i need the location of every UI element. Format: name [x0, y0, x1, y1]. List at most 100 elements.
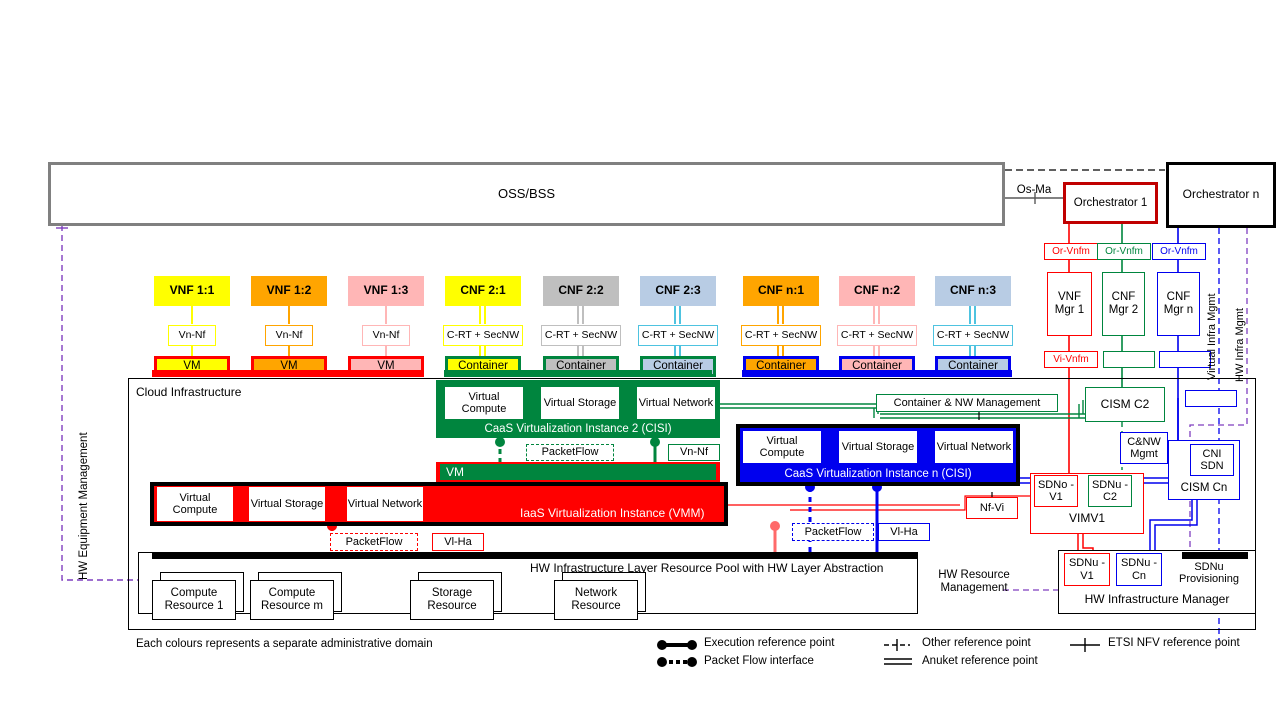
nf-label: VNF 1:1 — [169, 283, 215, 298]
nf-box-3[interactable]: CNF 2:1 — [445, 276, 521, 306]
hw-resource-label: Compute Resource m — [261, 587, 323, 612]
orchestrator-n-label: Orchestrator n — [1182, 187, 1260, 202]
cisi-2-virtual-storage[interactable]: Virtual Storage — [540, 386, 620, 420]
hw-resource-card-front[interactable]: Storage Resource — [410, 580, 494, 620]
vnf-mgr-1-box[interactable]: VNF Mgr 1 — [1047, 272, 1092, 336]
nf-iface-box-3[interactable]: C-RT + SecNW — [443, 325, 523, 346]
vm-bar-label: VM — [446, 465, 464, 479]
cism-cn-label: CISM Cn — [1180, 481, 1228, 494]
or-vnfm-box-2[interactable]: Or-Vnfm — [1097, 243, 1151, 260]
nf-iface-label: Vn-Nf — [275, 328, 303, 341]
nf-iface-box-8[interactable]: C-RT + SecNW — [933, 325, 1013, 346]
sdnu-v1-box[interactable]: SDNu -V1 — [1064, 553, 1110, 586]
hw-resource-card-0[interactable]: Compute Resource 1 — [152, 572, 246, 622]
hw-resource-card-1[interactable]: Compute Resource m — [250, 572, 344, 622]
nf-iface-box-0[interactable]: Vn-Nf — [168, 325, 216, 346]
cnf-mgr-2-box[interactable]: CNF Mgr 2 — [1102, 272, 1145, 336]
hw-resource-card-front[interactable]: Network Resource — [554, 580, 638, 620]
vi-vnfm-box[interactable]: Vi-Vnfm — [1044, 351, 1098, 368]
nf-unit-label: Container — [852, 360, 902, 373]
hw-resource-pool-title: HW Infrastructure Layer Resource Pool wi… — [530, 561, 884, 575]
orchestrator-1-box[interactable]: Orchestrator 1 — [1063, 182, 1158, 224]
nf-unit-label: Container — [556, 360, 606, 373]
cisi-n-virtual-compute[interactable]: Virtual Compute — [742, 430, 822, 464]
cnf-mgr-n-box[interactable]: CNF Mgr n — [1157, 272, 1200, 336]
virtual-infra-mgmt-label: Virtual Infra Mgmt — [1206, 293, 1218, 380]
vimv1-label: VIMV1 — [1068, 511, 1105, 526]
cnw-mgmt-box[interactable]: C&NW Mgmt — [1120, 432, 1168, 464]
orchestrator-n-box[interactable]: Orchestrator n — [1166, 162, 1276, 228]
iaas-box[interactable] — [150, 482, 728, 526]
nf-iface-box-5[interactable]: C-RT + SecNW — [638, 325, 718, 346]
or-vnfm-box-3[interactable]: Or-Vnfm — [1152, 243, 1206, 260]
iaas-virtual-storage[interactable]: Virtual Storage — [248, 486, 326, 522]
cnf-mgr-n-ref-box[interactable] — [1159, 351, 1211, 368]
nf-box-4[interactable]: CNF 2:2 — [543, 276, 619, 306]
ossbss-box[interactable]: OSS/BSS — [48, 162, 1005, 226]
cisi-2-title: CaaS Virtualization Instance 2 (CISI) — [484, 422, 672, 435]
sdnu-provisioning-box[interactable]: SDNu Provisioning — [1179, 560, 1239, 585]
nf-iface-box-2[interactable]: Vn-Nf — [362, 325, 410, 346]
nf-iface-box-7[interactable]: C-RT + SecNW — [837, 325, 917, 346]
cisi-2-virtual-compute[interactable]: Virtual Compute — [444, 386, 524, 420]
cism-c2-box[interactable]: CISM C2 — [1085, 387, 1165, 422]
hw-resource-label: Compute Resource 1 — [164, 587, 224, 612]
or-vnfm-box-1[interactable]: Or-Vnfm — [1044, 243, 1098, 260]
hw-resource-label: Storage Resource — [427, 587, 477, 612]
iaas-vl-ha-iface[interactable]: Vl-Ha — [432, 533, 484, 551]
cni-sdn-box[interactable]: CNI SDN — [1190, 444, 1234, 476]
cisi-n-vl-ha-iface[interactable]: Vl-Ha — [878, 523, 930, 541]
nf-box-6[interactable]: CNF n:1 — [743, 276, 819, 306]
hw-resource-card-3[interactable]: Network Resource — [554, 572, 648, 622]
nf-box-7[interactable]: CNF n:2 — [839, 276, 915, 306]
nf-box-2[interactable]: VNF 1:3 — [348, 276, 424, 306]
hw-resource-pool-topbar — [152, 552, 918, 559]
nf-box-1[interactable]: VNF 1:2 — [251, 276, 327, 306]
cism-cn-ref-box[interactable] — [1185, 390, 1237, 407]
cisi-n-title: CaaS Virtualization Instance n (CISI) — [784, 467, 972, 480]
cloud-infrastructure-label: Cloud Infrastructure — [136, 385, 242, 399]
iaas-virtual-network[interactable]: Virtual Network — [346, 486, 424, 522]
nf-iface-box-4[interactable]: C-RT + SecNW — [541, 325, 621, 346]
os-ma-label: Os-Ma — [1016, 183, 1052, 196]
hw-resource-card-2[interactable]: Storage Resource — [410, 572, 504, 622]
nf-box-0[interactable]: VNF 1:1 — [154, 276, 230, 306]
cnf-mgr-2-ref-box[interactable] — [1103, 351, 1155, 368]
iaas-packetflow-iface[interactable]: PacketFlow — [330, 533, 418, 551]
cisi-2-vn-nf-iface[interactable]: Vn-Nf — [668, 444, 720, 461]
legend-etsi-nfv-reference-point: ETSI NFV reference point — [1108, 637, 1240, 649]
nf-group-bar-0 — [152, 370, 424, 377]
cisi-n-virtual-storage[interactable]: Virtual Storage — [838, 430, 918, 464]
nf-label: CNF 2:2 — [558, 283, 604, 298]
sdnu-c2-box[interactable]: SDNu -C2 — [1088, 475, 1132, 507]
nf-label: CNF n:2 — [854, 283, 900, 298]
nf-label: VNF 1:3 — [363, 283, 409, 298]
nf-unit-label: VM — [377, 360, 395, 373]
nf-label: VNF 1:2 — [266, 283, 312, 298]
nf-group-bar-2 — [742, 370, 1012, 377]
legend-packet-flow-interface: Packet Flow interface — [704, 655, 814, 667]
cisi-2-virtual-network[interactable]: Virtual Network — [636, 386, 716, 420]
hw-resource-management-label: HW Resource Management — [938, 569, 1010, 594]
nf-group-bar-1 — [444, 370, 712, 377]
nf-label: CNF 2:1 — [460, 283, 506, 298]
container-nw-management-box[interactable]: Container & NW Management — [876, 394, 1058, 412]
nf-box-5[interactable]: CNF 2:3 — [640, 276, 716, 306]
vm-bar-green-inner — [440, 464, 716, 480]
nf-vi-box[interactable]: Nf-Vi — [966, 497, 1018, 519]
nf-label: CNF n:3 — [950, 283, 996, 298]
nf-iface-label: C-RT + SecNW — [641, 328, 715, 341]
hw-resource-card-front[interactable]: Compute Resource m — [250, 580, 334, 620]
cisi-n-virtual-network[interactable]: Virtual Network — [934, 430, 1014, 464]
iaas-virtual-compute[interactable]: Virtual Compute — [156, 486, 234, 522]
nf-iface-box-1[interactable]: Vn-Nf — [265, 325, 313, 346]
sdnu-cn-box[interactable]: SDNu -Cn — [1116, 553, 1162, 586]
nf-iface-box-6[interactable]: C-RT + SecNW — [741, 325, 821, 346]
legend-execution-reference-point: Execution reference point — [704, 637, 835, 649]
sdno-v1-box[interactable]: SDNo -V1 — [1034, 475, 1078, 507]
cisi-2-packetflow-iface[interactable]: PacketFlow — [526, 444, 614, 461]
nf-box-8[interactable]: CNF n:3 — [935, 276, 1011, 306]
hw-resource-card-front[interactable]: Compute Resource 1 — [152, 580, 236, 620]
cisi-n-packetflow-iface[interactable]: PacketFlow — [792, 523, 874, 541]
sdnu-provisioning-bar — [1182, 552, 1248, 559]
